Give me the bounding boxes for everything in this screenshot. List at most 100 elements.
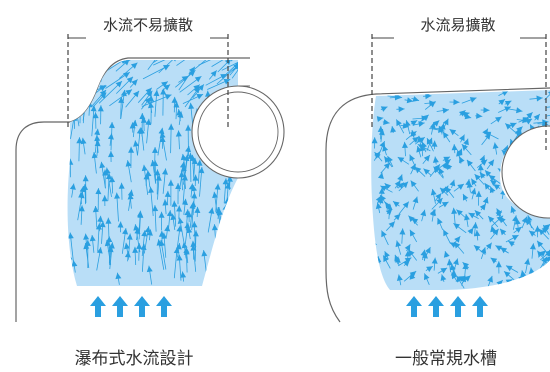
inflow-arrow — [156, 296, 172, 317]
flow-arrow-head — [524, 275, 531, 282]
flow-arrow-head — [381, 230, 387, 238]
flow-arrow-head — [378, 187, 385, 194]
flow-arrow-head — [471, 178, 478, 186]
flow-arrow-head — [82, 61, 89, 69]
flow-arrow-head — [443, 251, 450, 258]
flow-arrow-head — [537, 250, 544, 258]
right-basin-outline — [325, 87, 550, 323]
flow-arrow-head — [456, 209, 463, 216]
flow-arrow-head — [474, 174, 481, 181]
flow-arrow-head — [177, 111, 184, 118]
flow-arrow-head — [443, 156, 450, 163]
flow-arrow-head — [251, 58, 258, 63]
flow-arrow-shaft — [212, 262, 215, 284]
flow-arrow-head — [152, 205, 159, 212]
inflow-arrow — [112, 296, 128, 317]
flow-arrow-head — [525, 218, 532, 226]
flow-arrow-shaft — [542, 256, 550, 267]
left-bracket-label: 水流不易擴散 — [103, 16, 193, 34]
flow-arrow-head — [403, 260, 410, 267]
right-drain-circle — [501, 125, 550, 219]
flow-arrow-head — [482, 128, 488, 136]
flow-arrow-head — [188, 70, 196, 77]
flow-arrow-head — [374, 152, 381, 159]
flow-arrow-head — [162, 199, 169, 206]
flow-arrow-head — [482, 197, 489, 204]
flow-arrow-head — [118, 182, 125, 189]
flow-arrow-head — [176, 254, 183, 261]
flow-arrow-head — [402, 201, 409, 209]
flow-arrow-head — [162, 168, 168, 175]
left-drain-inner-ring — [197, 91, 279, 173]
flow-arrow-head — [223, 79, 231, 85]
flow-arrow-head — [145, 87, 152, 95]
flow-arrow-head — [214, 183, 221, 190]
inflow-arrow — [406, 296, 422, 317]
flow-arrow-head — [430, 188, 437, 196]
flow-arrow-head — [490, 180, 497, 186]
flow-arrow-head — [220, 74, 227, 80]
flow-arrow-head — [130, 62, 138, 69]
flow-arrow-head — [399, 228, 406, 235]
left-inflow-arrows — [90, 296, 172, 317]
flow-arrow-head — [492, 142, 499, 149]
flow-arrow-head — [192, 50, 199, 56]
flow-arrow-head — [383, 119, 390, 125]
flow-arrow-head — [440, 274, 447, 281]
flow-arrow-head — [451, 207, 458, 214]
flow-arrow-head — [495, 210, 502, 217]
flow-arrow-head — [393, 201, 400, 208]
flow-arrow-shaft — [235, 183, 238, 208]
flow-arrow-head — [492, 228, 499, 236]
flow-arrow-head — [176, 205, 183, 212]
right-caption: 一般常規水槽 — [395, 349, 497, 369]
flow-arrow-head — [394, 94, 401, 101]
flow-arrow-head — [168, 123, 175, 130]
flow-arrow-head — [184, 209, 191, 216]
flow-arrow-head — [500, 247, 508, 254]
flow-arrow-head — [541, 227, 549, 234]
flow-arrow-head — [500, 228, 507, 236]
flow-arrow-head — [178, 171, 185, 178]
flow-arrow-head — [386, 203, 393, 210]
flow-arrow-head — [154, 169, 161, 176]
flow-arrow-head — [485, 242, 492, 250]
flow-arrow-head — [394, 180, 401, 187]
flow-arrow-head — [398, 106, 405, 113]
flow-arrow-head — [90, 105, 97, 112]
flow-arrow-head — [219, 228, 226, 235]
flow-arrow-head — [469, 97, 477, 103]
flow-arrow-head — [198, 167, 205, 174]
flow-arrow-head — [388, 221, 395, 228]
flow-arrow-shaft — [82, 60, 101, 63]
flow-arrow-head — [402, 122, 409, 129]
flow-arrow-head — [387, 155, 393, 163]
flow-arrow-head — [429, 100, 436, 107]
flow-arrow-head — [228, 223, 235, 230]
flow-arrow-head — [505, 123, 512, 130]
flow-arrow-head — [182, 174, 188, 181]
flow-arrow-shaft — [543, 280, 550, 290]
flow-arrow-shaft — [546, 112, 550, 117]
flow-arrow-head — [191, 192, 198, 199]
flow-arrow-head — [543, 280, 550, 288]
flow-arrow-shaft — [371, 260, 376, 268]
flow-arrow-head — [141, 230, 148, 237]
flow-arrow-head — [432, 120, 440, 127]
flow-arrow-head — [449, 129, 457, 136]
flow-arrow-shaft — [158, 60, 178, 74]
flow-arrow-head — [458, 276, 465, 282]
flow-arrow-head — [395, 240, 402, 248]
flow-arrow-head — [127, 189, 134, 197]
flow-arrow-head — [99, 221, 106, 228]
flow-arrow-head — [192, 230, 199, 237]
flow-arrow-head — [125, 160, 132, 167]
flow-arrow-head — [479, 155, 486, 162]
flow-arrow-head — [435, 193, 442, 200]
flow-arrow-head — [193, 86, 200, 94]
flow-arrow-head — [408, 215, 415, 222]
flow-arrow-head — [164, 190, 171, 197]
flow-arrow-head — [451, 144, 458, 151]
flow-arrow-head — [224, 182, 231, 189]
flow-arrow-head — [193, 84, 200, 91]
